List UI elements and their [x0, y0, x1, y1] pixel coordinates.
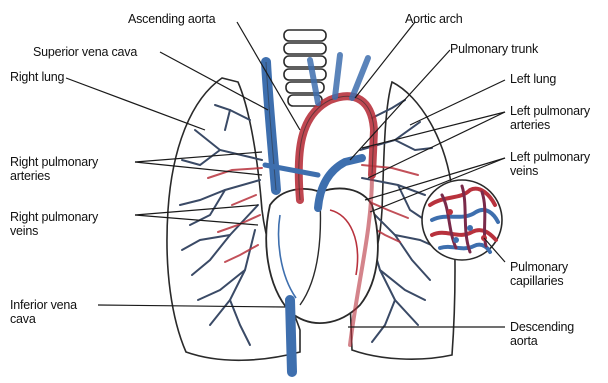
label-ascending-aorta: Ascending aorta — [128, 12, 215, 26]
trachea — [284, 30, 326, 106]
label-pulmonary-capillaries: Pulmonary capillaries — [510, 260, 568, 288]
label-descending-aorta: Descending aorta — [510, 320, 574, 348]
label-right-pulmonary-veins: Right pulmonary veins — [10, 210, 98, 238]
label-pulmonary-trunk: Pulmonary trunk — [450, 42, 538, 56]
inferior-vena-cava — [290, 300, 292, 372]
label-aortic-arch: Aortic arch — [405, 12, 463, 26]
leader-right-lung — [66, 78, 205, 130]
label-superior-vena-cava: Superior vena cava — [33, 45, 137, 59]
label-right-pulmonary-arteries: Right pulmonary arteries — [10, 155, 98, 183]
label-inferior-vena-cava: Inferior vena cava — [10, 298, 77, 326]
heart-outline — [266, 188, 378, 323]
label-left-pulmonary-veins: Left pulmonary veins — [510, 150, 590, 178]
capillary-detail — [422, 180, 502, 260]
label-left-pulmonary-arteries: Left pulmonary arteries — [510, 104, 590, 132]
label-left-lung: Left lung — [510, 72, 556, 86]
label-right-lung: Right lung — [10, 70, 64, 84]
